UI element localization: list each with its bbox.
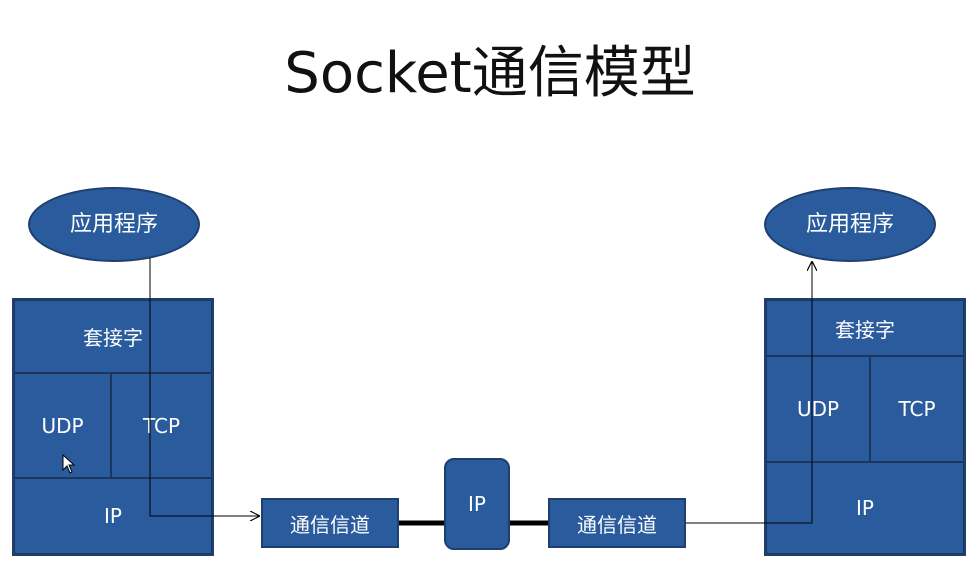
right-tcp-cell: TCP <box>870 356 964 462</box>
right-protocol-stack: 套接字 UDP TCP IP <box>764 298 966 556</box>
left-tcp-cell: TCP <box>111 373 212 478</box>
left-application-label: 应用程序 <box>69 211 158 237</box>
middle-ip-node: IP <box>444 458 510 550</box>
right-application-ellipse: 应用程序 <box>764 187 936 262</box>
left-application-ellipse: 应用程序 <box>28 187 200 262</box>
left-socket-cell: 套接字 <box>14 300 212 373</box>
left-data-path-arrow <box>149 258 259 516</box>
right-application-label: 应用程序 <box>805 211 894 237</box>
right-channel-box: 通信信道 <box>548 498 686 548</box>
right-socket-cell: 套接字 <box>766 300 964 356</box>
left-protocol-stack: 套接字 UDP TCP IP <box>12 298 214 556</box>
right-data-path-arrow <box>686 262 812 524</box>
left-channel-box: 通信信道 <box>261 498 399 548</box>
right-ip-cell: IP <box>766 462 964 554</box>
mouse-cursor-icon <box>62 454 76 474</box>
right-udp-cell: UDP <box>766 356 870 462</box>
slide-title: Socket通信模型 <box>284 41 696 106</box>
left-udp-cell: UDP <box>14 373 111 478</box>
